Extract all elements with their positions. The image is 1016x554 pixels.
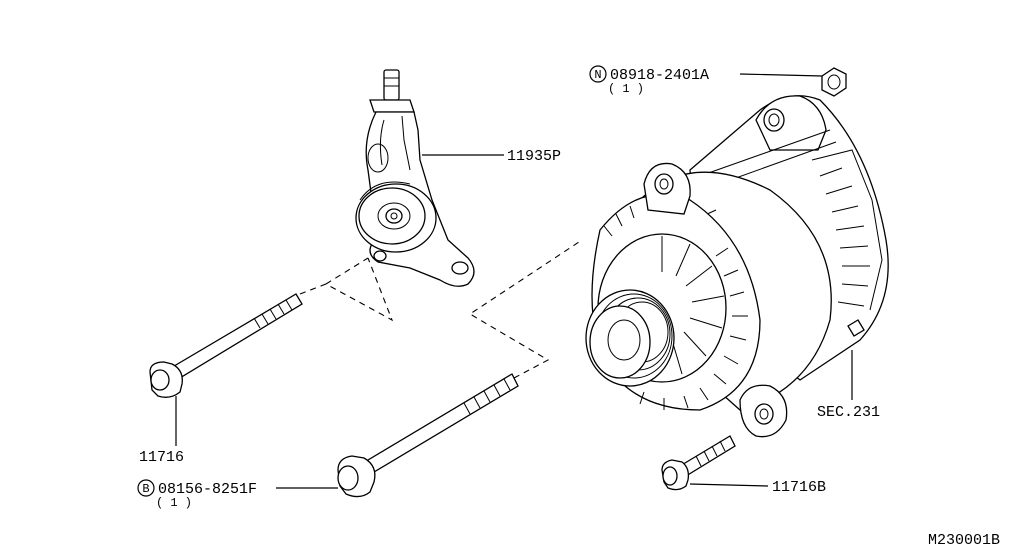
lower-bolt-quantity: ( 1 ) — [156, 496, 192, 510]
bracket-part-number: 11935P — [507, 148, 561, 165]
lower-bolt — [338, 374, 518, 497]
alternator — [586, 96, 888, 437]
nut-prefix-symbol: N — [594, 68, 601, 82]
callout-nut: N 08918-2401A ( 1 ) — [590, 66, 709, 96]
lower-bolt-prefix-symbol: B — [142, 482, 149, 496]
short-bolt — [662, 436, 735, 490]
long-bolt-part-number: 11716 — [139, 449, 184, 466]
nut-quantity: ( 1 ) — [608, 82, 644, 96]
callout-lower-bolt: B 08156-8251F ( 1 ) — [138, 480, 257, 510]
short-bolt-part-number: 11716B — [772, 479, 826, 496]
nut — [822, 68, 846, 96]
idler-pulley-bracket — [356, 70, 474, 286]
long-bolt — [150, 294, 302, 397]
alternator-section-ref: SEC.231 — [817, 404, 880, 421]
diagram-id: M230001B — [928, 532, 1000, 549]
